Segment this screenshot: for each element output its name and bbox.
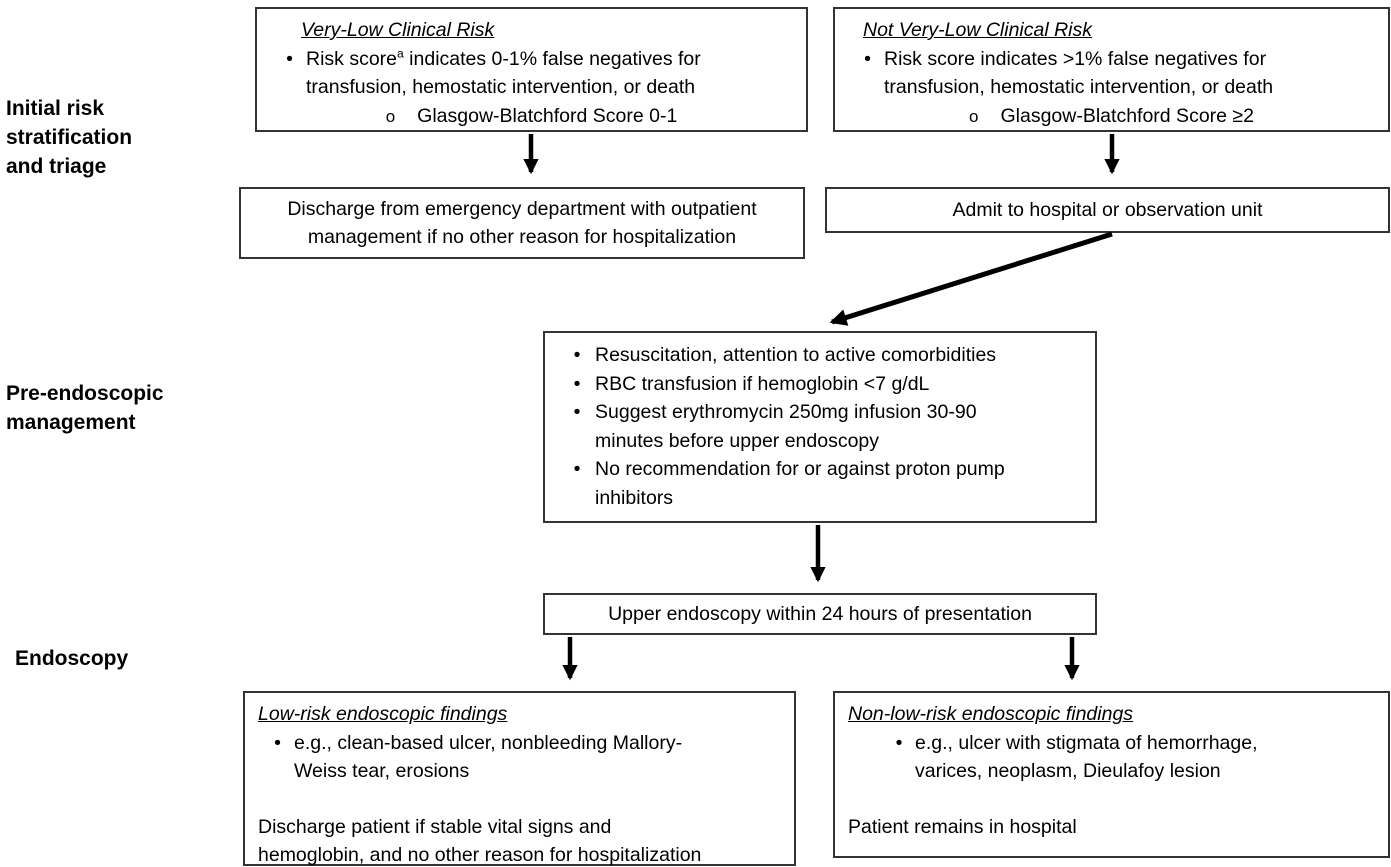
bullet-icon: • xyxy=(573,344,581,366)
stage-label-endoscopy: Endoscopy xyxy=(15,647,129,670)
box-low-risk-findings: Low-risk endoscopic findings • e.g., cle… xyxy=(243,691,796,866)
bullet-icon: • xyxy=(286,47,293,70)
box-pre-endoscopic-management: • Resuscitation, attention to active com… xyxy=(543,331,1097,523)
pre-endo-bullet-rbc-transfusion: RBC transfusion if hemoglobin <7 g/dL xyxy=(595,372,930,395)
low-risk-bullet-text: e.g., clean-based ulcer, nonbleeding Mal… xyxy=(294,731,683,783)
box-not-very-low-clinical-risk: Not Very-Low Clinical Risk • Risk score … xyxy=(833,7,1390,132)
bullet-icon: • xyxy=(573,401,581,423)
not-very-low-heading: Not Very-Low Clinical Risk xyxy=(863,19,1093,41)
bullet-icon: • xyxy=(573,458,581,480)
very-low-heading: Very-Low Clinical Risk xyxy=(301,19,495,41)
low-risk-note: Discharge patient if stable vital signs … xyxy=(258,815,702,867)
very-low-sub-bullet-text: Glasgow-Blatchford Score 0-1 xyxy=(417,104,678,127)
non-low-risk-bullet-text: e.g., ulcer with stigmata of hemorrhage,… xyxy=(915,731,1258,783)
box-admit-hospital: Admit to hospital or observation unit xyxy=(825,187,1390,233)
very-low-bullet-post: indicates 0-1% false negatives for trans… xyxy=(306,47,701,99)
arrow-admit-to-pre-endoscopic xyxy=(829,231,1113,326)
not-very-low-bullet-text: Risk score indicates >1% false negatives… xyxy=(884,47,1274,99)
bullet-icon: • xyxy=(573,372,581,395)
pre-endo-bullet-ppi: No recommendation for or against proton … xyxy=(595,458,1005,509)
box-upper-endoscopy-timing: Upper endoscopy within 24 hours of prese… xyxy=(543,593,1097,635)
not-very-low-sub-bullet-row: o Glasgow-Blatchford Score ≥2 xyxy=(835,102,1388,132)
circle-bullet-icon: o xyxy=(385,106,396,126)
pre-endo-bullet-resuscitation: Resuscitation, attention to active comor… xyxy=(595,344,997,366)
stage-label-pre-endoscopic: Pre-endoscopic management xyxy=(6,382,164,434)
non-low-risk-note: Patient remains in hospital xyxy=(848,815,1077,838)
very-low-sub-bullet-row: o Glasgow-Blatchford Score 0-1 xyxy=(257,102,806,132)
pre-endo-bullet-erythromycin: Suggest erythromycin 250mg infusion 30-9… xyxy=(595,401,977,452)
bullet-icon: • xyxy=(274,731,281,754)
box-discharge-emergency-department: Discharge from emergency department with… xyxy=(239,187,805,259)
stage-label-initial-risk: Initial risk stratification and triage xyxy=(6,97,133,178)
footnote-a-superscript: a xyxy=(397,46,404,60)
box-very-low-clinical-risk: Very-Low Clinical Risk • Risk scorea ind… xyxy=(255,7,808,132)
bullet-icon: • xyxy=(895,731,903,754)
very-low-bullet-text: Risk scorea indicates 0-1% false negativ… xyxy=(306,45,701,102)
non-low-risk-heading: Non-low-risk endoscopic findings xyxy=(848,703,1134,725)
low-risk-heading: Low-risk endoscopic findings xyxy=(258,703,508,725)
not-very-low-sub-bullet-text: Glasgow-Blatchford Score ≥2 xyxy=(1000,104,1254,127)
circle-bullet-icon: o xyxy=(969,106,979,126)
box-non-low-risk-findings: Non-low-risk endoscopic findings • e.g.,… xyxy=(833,691,1390,858)
very-low-bullet-pre: Risk score xyxy=(306,47,398,70)
bullet-icon: • xyxy=(864,47,871,70)
